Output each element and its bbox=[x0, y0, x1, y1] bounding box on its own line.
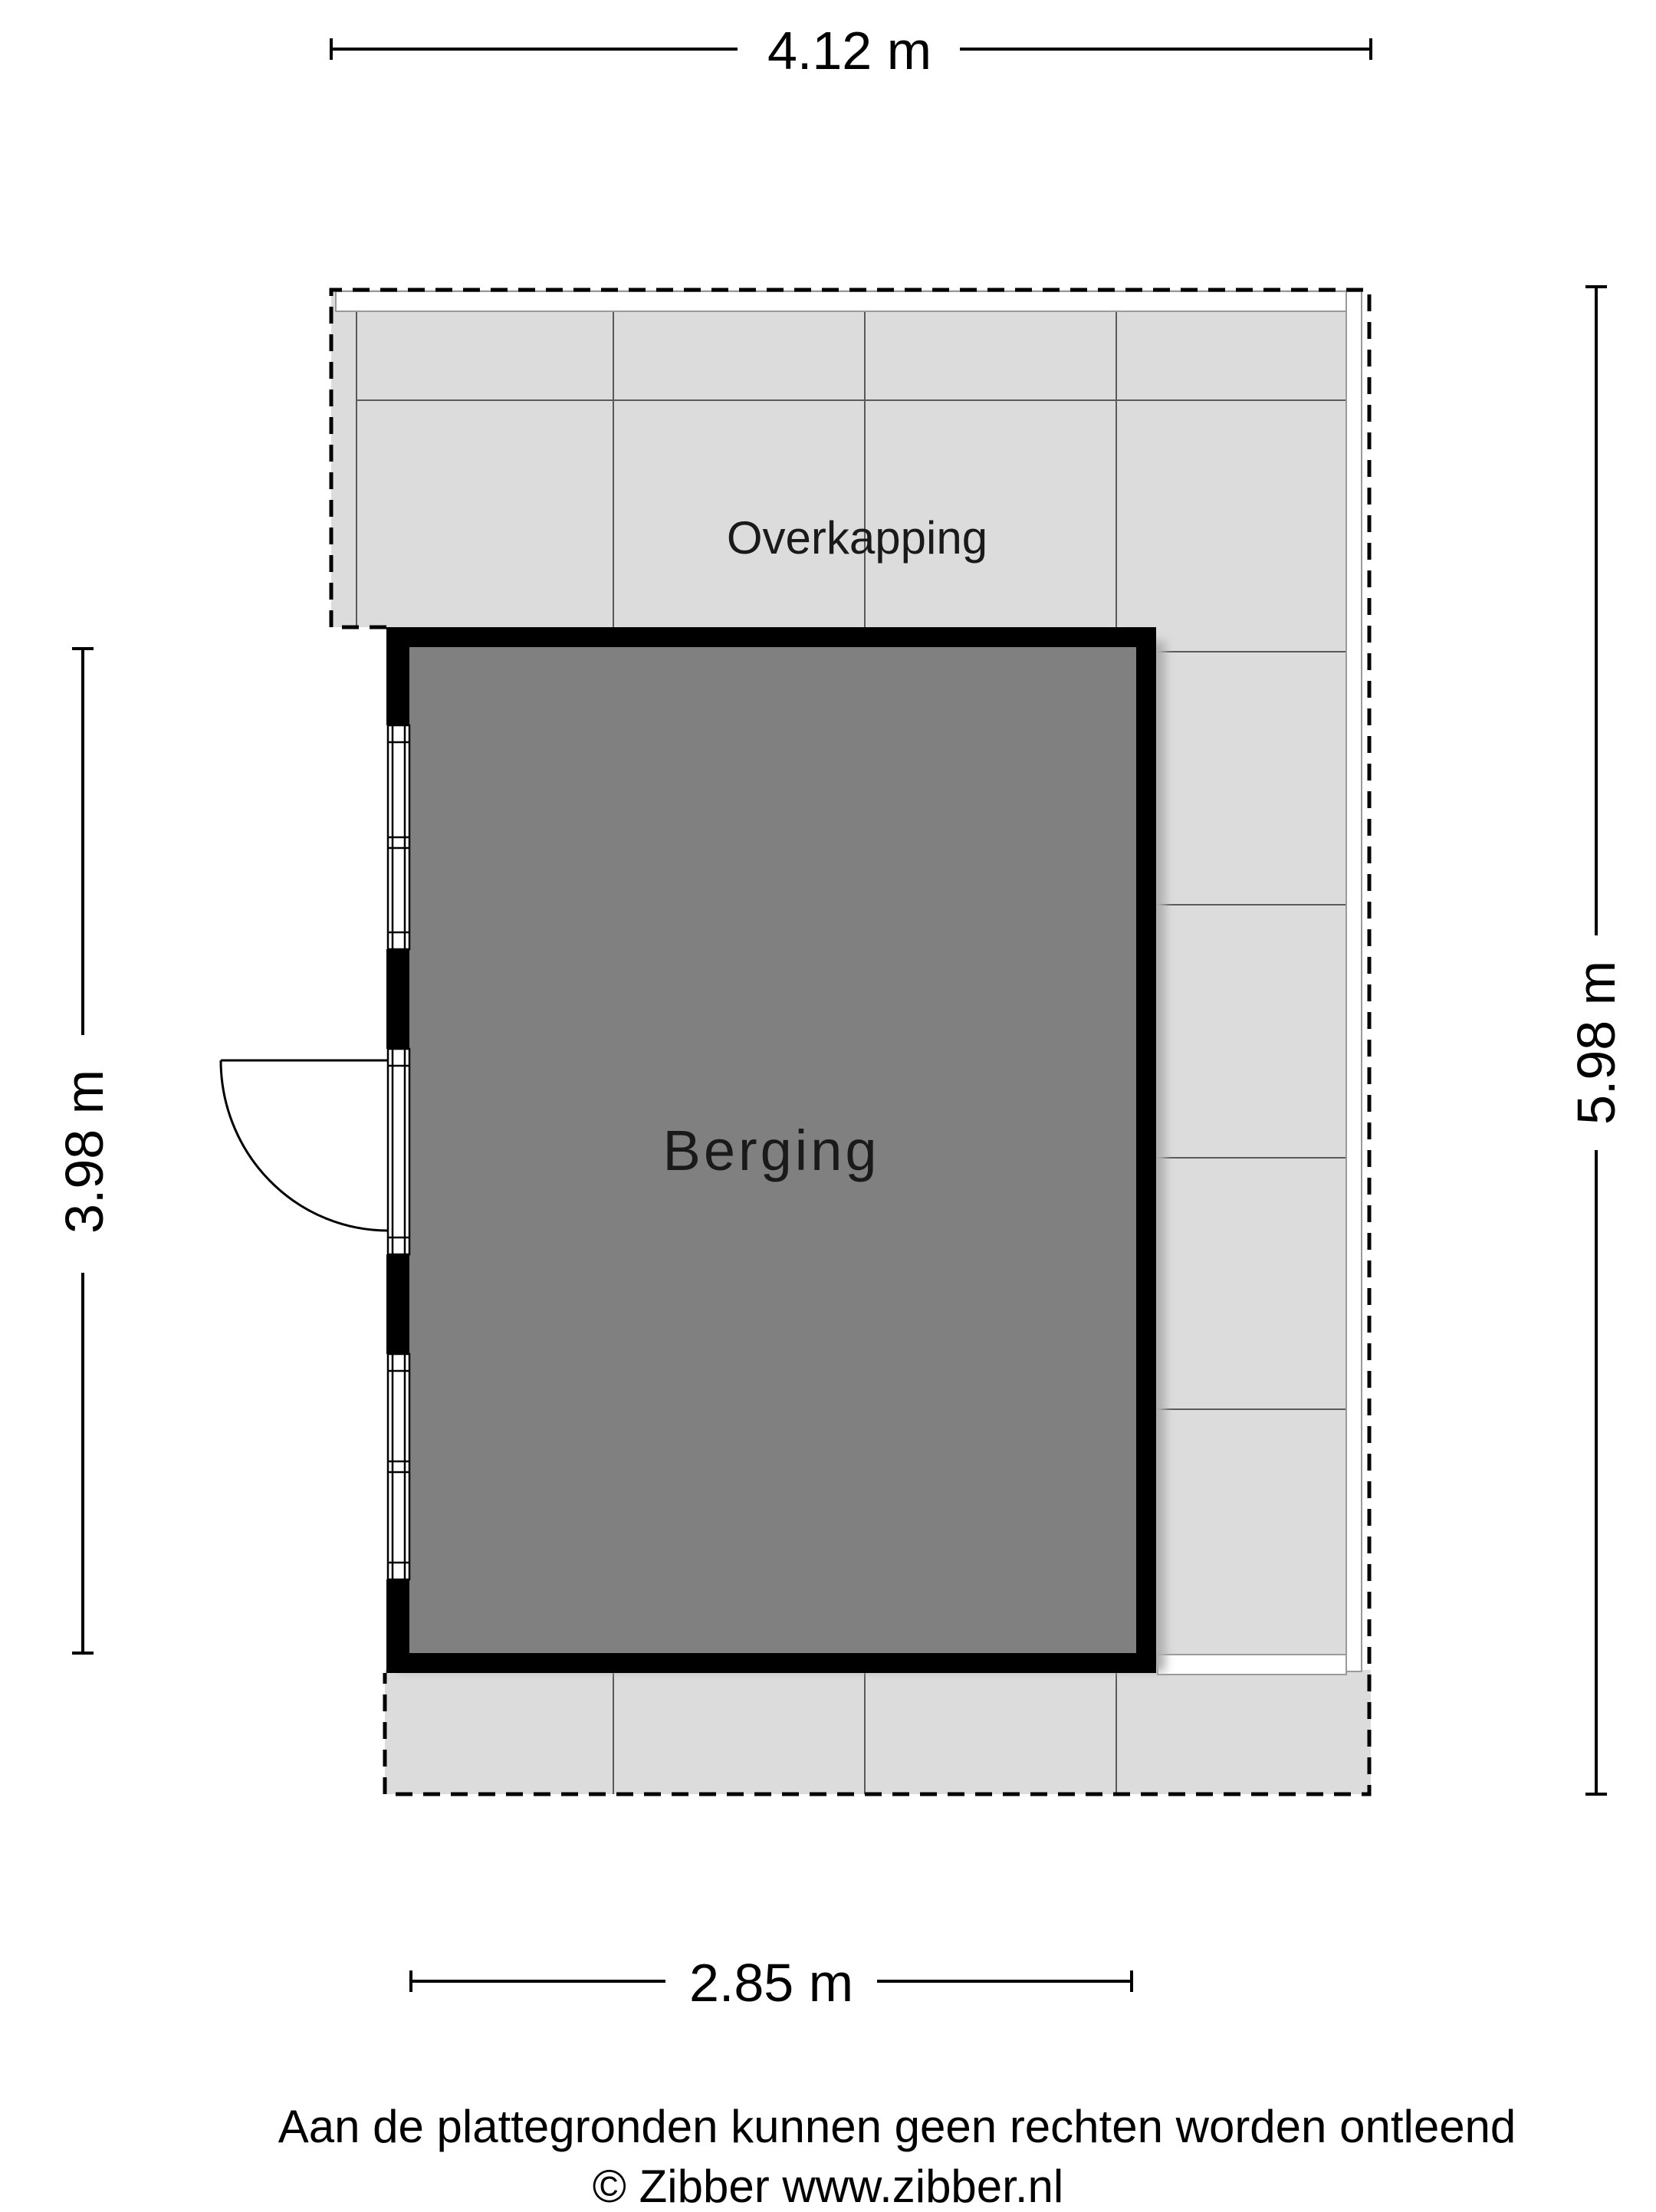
storage-wall-left-3 bbox=[386, 1254, 409, 1354]
door-swing bbox=[219, 1059, 389, 1232]
storage-wall-left-1 bbox=[386, 627, 409, 725]
storage-wall-bottom bbox=[386, 1653, 1156, 1673]
canopy-top-edge bbox=[335, 291, 1347, 312]
window-lower bbox=[386, 1353, 411, 1581]
room-label-canopy: Overkapping bbox=[727, 512, 987, 564]
tile-grid bbox=[356, 311, 1346, 1794]
storage-floor bbox=[406, 646, 1156, 1655]
dimension-top-label: 4.12 m bbox=[767, 21, 932, 81]
dimension-bottom bbox=[409, 1970, 1133, 1992]
dimension-bottom-label: 2.85 m bbox=[689, 1953, 853, 2013]
door bbox=[386, 1047, 411, 1256]
dimension-right-label: 5.98 m bbox=[1566, 961, 1626, 1125]
canopy-right-column bbox=[1150, 627, 1348, 1667]
canopy-bottom-band bbox=[385, 1670, 1371, 1794]
dimension-top bbox=[330, 38, 1372, 60]
canopy-right-edge bbox=[1346, 291, 1362, 1672]
storage-wall-right bbox=[1136, 627, 1156, 1671]
storage-wall-top bbox=[386, 627, 1156, 647]
canopy-area bbox=[329, 288, 1372, 1796]
canopy-top-band bbox=[331, 290, 1348, 627]
storage-wall-left-4 bbox=[386, 1579, 409, 1673]
dimension-right bbox=[1585, 285, 1607, 1796]
canopy-bottom-edge bbox=[1157, 1654, 1347, 1675]
room-label-storage: Berging bbox=[662, 1119, 879, 1182]
canopy-dashed-outline bbox=[329, 288, 1372, 1796]
storage-room bbox=[219, 627, 1165, 1673]
dimension-left-label: 3.98 m bbox=[54, 1070, 114, 1234]
footer-disclaimer: Aan de plattegronden kunnen geen rechten… bbox=[278, 2101, 1516, 2152]
dimension-left bbox=[72, 647, 94, 1655]
footer-copyright: © Zibber www.zibber.nl bbox=[592, 2161, 1064, 2212]
storage-wall-left-2 bbox=[386, 949, 409, 1049]
window-upper bbox=[386, 724, 411, 951]
